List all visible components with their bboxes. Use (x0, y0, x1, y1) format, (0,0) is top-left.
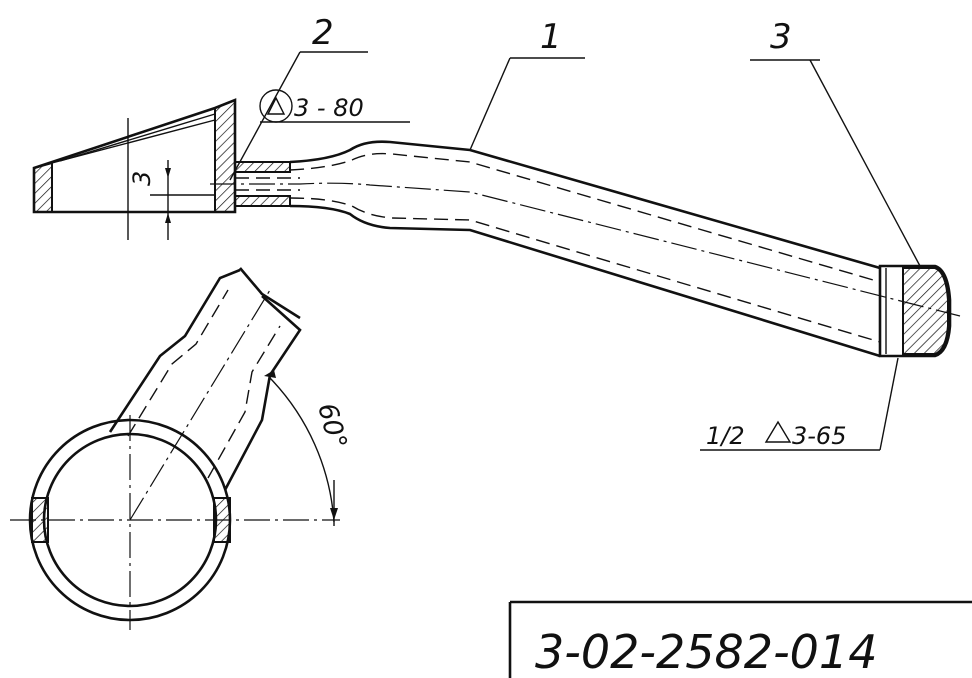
weld-note-bottom: 1/2 3-65 (700, 357, 899, 451)
main-tube-part-1 (210, 140, 961, 358)
dimension-3: 3 (127, 118, 215, 240)
section-view: 60° (10, 267, 352, 630)
item-label-1: 1 (540, 17, 562, 57)
angle-label: 60° (311, 400, 352, 452)
title-block: 3-02-2582-014 (508, 600, 972, 678)
weld-note-top-text: 3 - 80 (294, 94, 364, 122)
side-view: 3 2 (32, 13, 961, 451)
dimension-3-label: 3 (128, 171, 156, 186)
weld-note-bottom-fraction: 1/2 (706, 422, 745, 450)
weld-note-top: 3 - 80 (259, 89, 410, 123)
tube-stub (234, 161, 300, 207)
item-labels: 2 1 3 (229, 13, 921, 267)
drawing-number: 3-02-2582-014 (535, 625, 877, 678)
weld-note-bottom-text: 3-65 (792, 422, 846, 450)
item-label-2: 2 (312, 13, 334, 53)
item-label-3: 3 (770, 17, 792, 57)
end-cap-part-3 (878, 264, 952, 358)
